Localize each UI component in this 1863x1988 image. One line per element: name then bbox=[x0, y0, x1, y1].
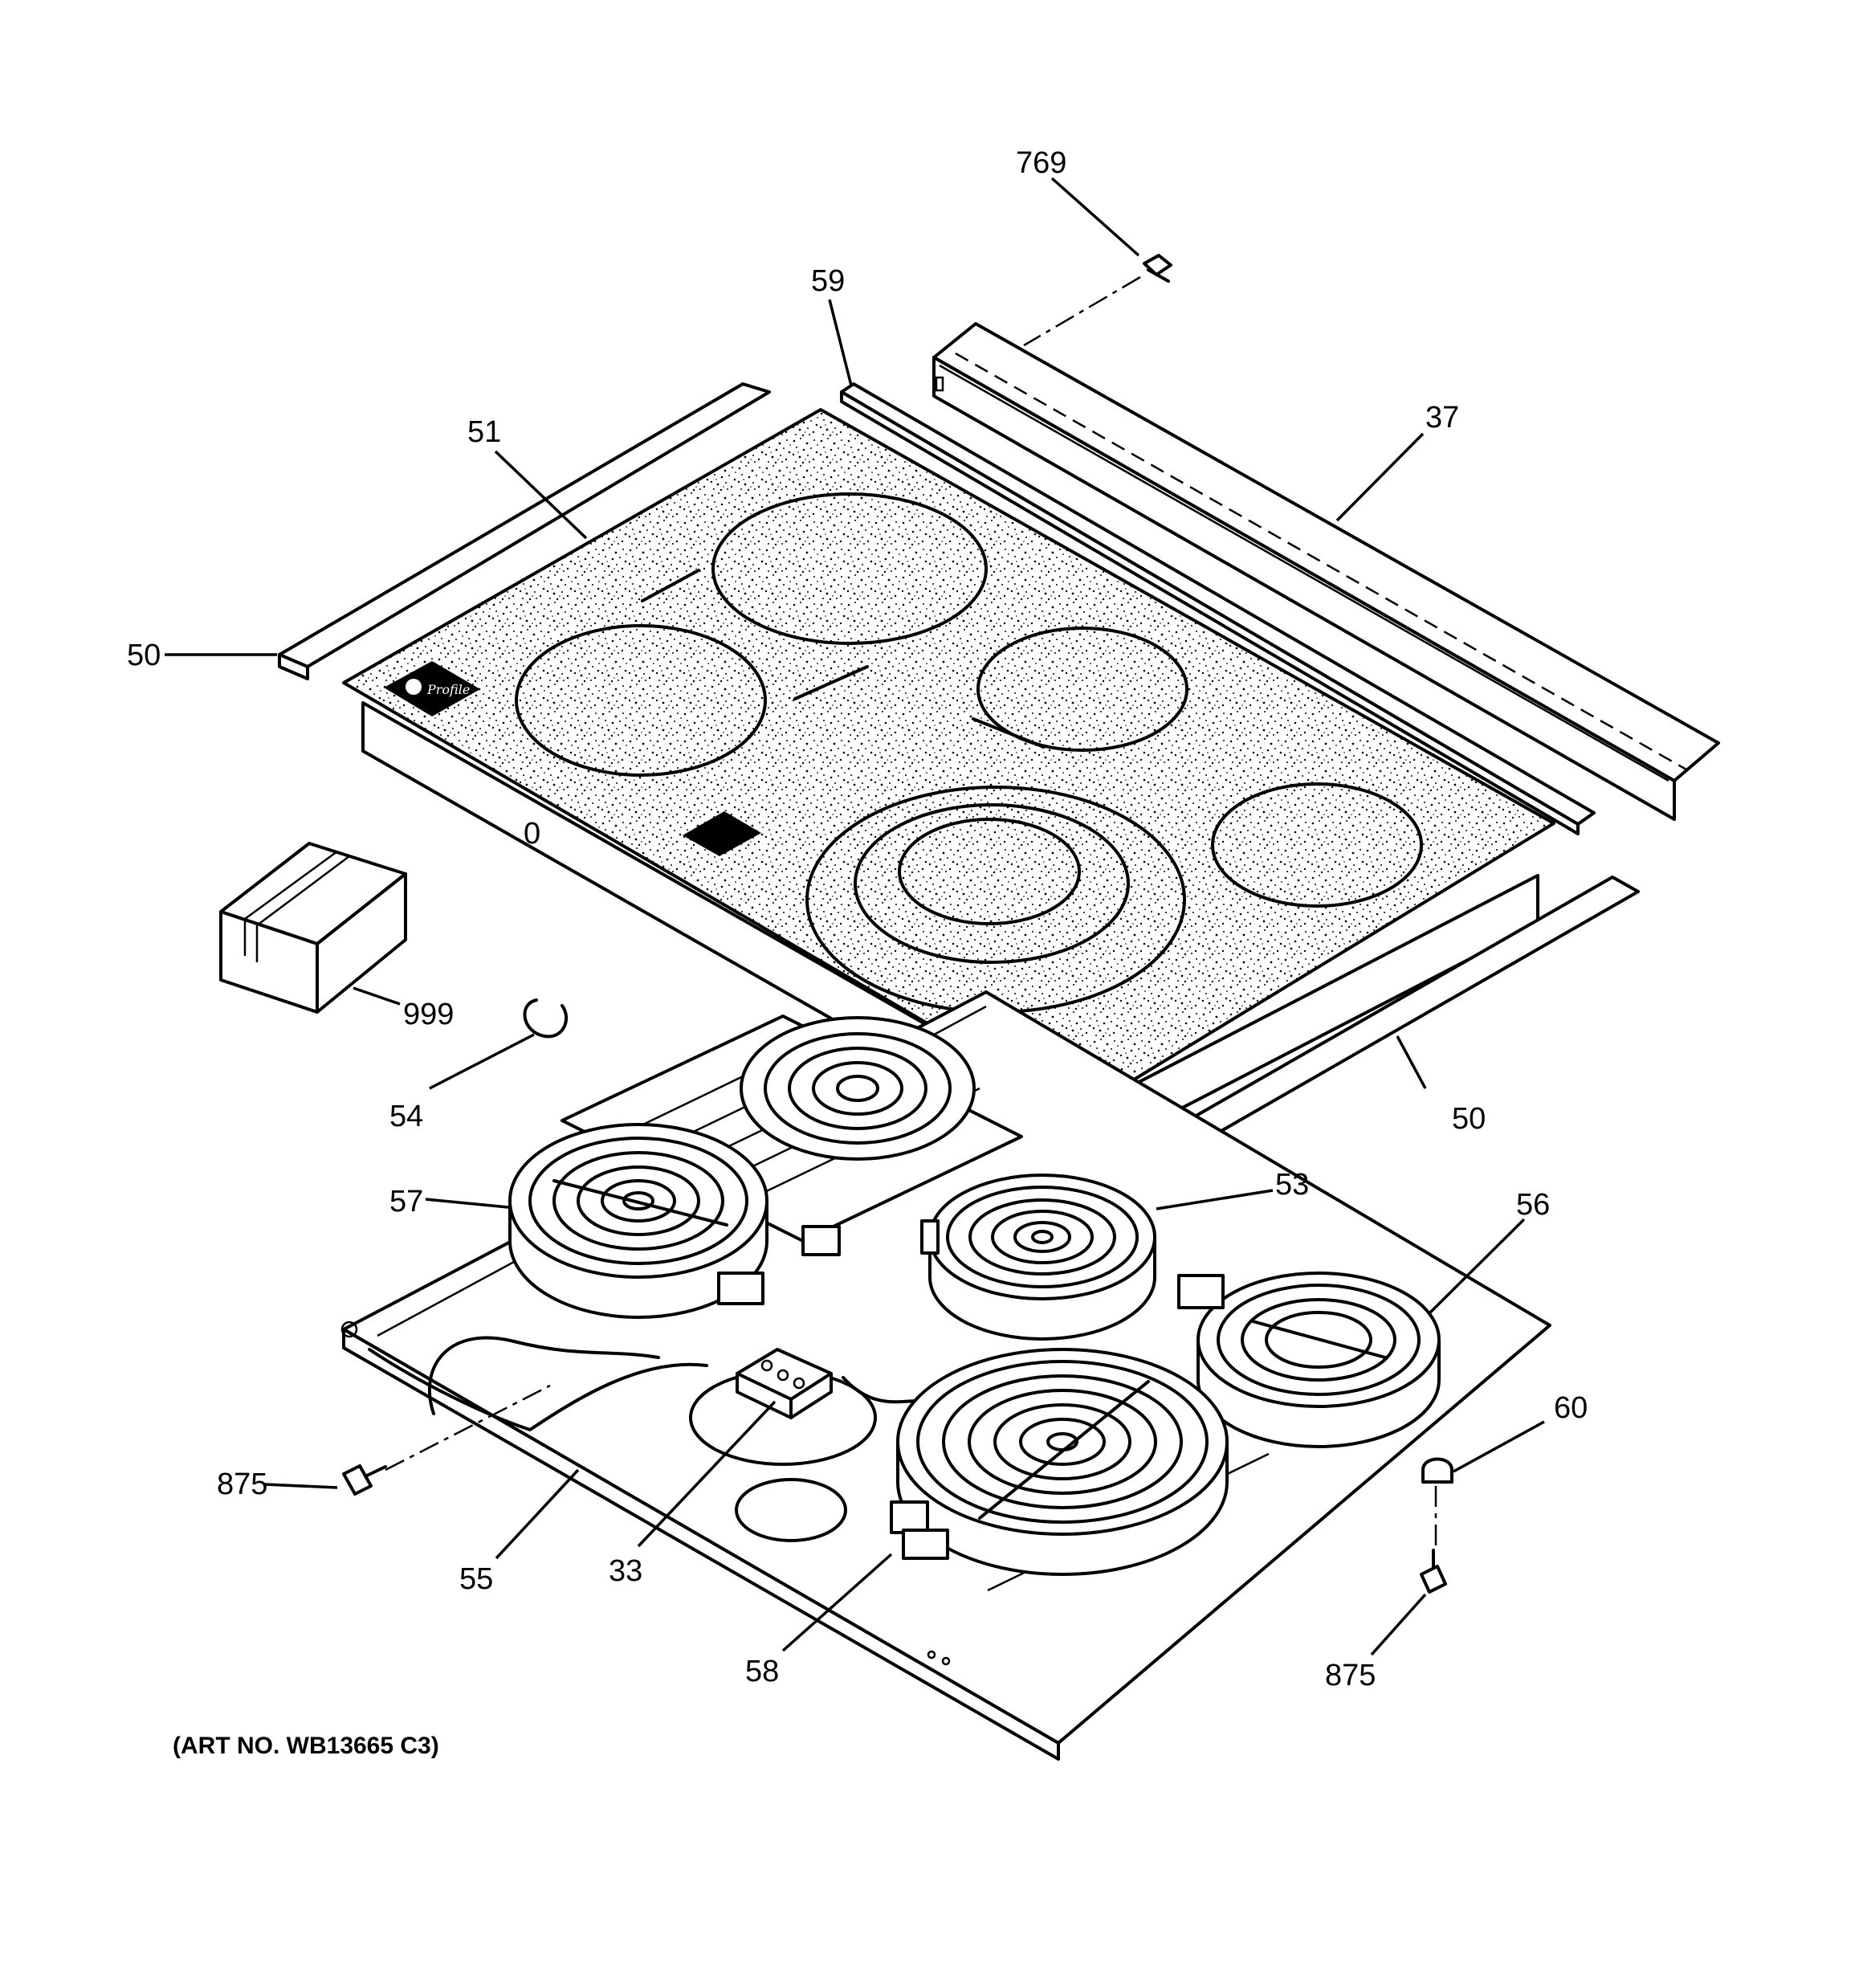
art-number: (ART NO. WB13665 C3) bbox=[173, 1733, 439, 1759]
brand-badge-text: Profile bbox=[426, 682, 470, 697]
callout-769: 769 bbox=[1016, 146, 1066, 180]
brand-badge: Profile bbox=[384, 661, 480, 716]
callout-37: 37 bbox=[1425, 401, 1459, 435]
rear-seal-strip bbox=[840, 382, 1596, 835]
callout-53: 53 bbox=[1275, 1168, 1309, 1202]
screw-769 bbox=[1143, 254, 1172, 283]
callout-57: 57 bbox=[389, 1185, 423, 1219]
control-label-plate bbox=[683, 811, 761, 856]
radiant-burner-right bbox=[1177, 1272, 1441, 1448]
callout-999: 999 bbox=[403, 998, 454, 1031]
callout-51: 51 bbox=[467, 415, 501, 449]
callout-59: 59 bbox=[811, 264, 845, 298]
dual-burner-assembly bbox=[508, 1014, 1023, 1319]
screw-875-right bbox=[1420, 1549, 1447, 1594]
callout-875-left: 875 bbox=[217, 1468, 267, 1501]
tray-clip bbox=[1421, 1457, 1453, 1484]
side-trim-strip-left bbox=[278, 382, 771, 680]
burner-ring-markings bbox=[515, 492, 1423, 1014]
parts-box bbox=[219, 842, 407, 1014]
callout-33: 33 bbox=[609, 1554, 642, 1588]
callout-54: 54 bbox=[389, 1100, 423, 1133]
radiant-burner-large bbox=[890, 1348, 1229, 1576]
screw-875-left bbox=[342, 1464, 387, 1496]
callout-56: 56 bbox=[1516, 1188, 1550, 1222]
leader-lines bbox=[165, 177, 1545, 1656]
wire-clip bbox=[523, 998, 568, 1039]
rear-trim-bracket bbox=[932, 322, 1720, 821]
callout-60: 60 bbox=[1554, 1391, 1588, 1425]
radiant-burner-small bbox=[920, 1174, 1156, 1341]
indicator-mark: 0 bbox=[524, 817, 540, 851]
callout-55: 55 bbox=[459, 1562, 493, 1596]
callout-labels: 769 59 37 51 50 999 54 57 50 53 56 60 87… bbox=[127, 146, 1588, 1692]
callout-50-left: 50 bbox=[127, 639, 161, 672]
terminal-block bbox=[736, 1348, 833, 1419]
assembly-lines bbox=[385, 276, 1437, 1550]
callout-58: 58 bbox=[745, 1655, 779, 1688]
callout-50-right: 50 bbox=[1452, 1102, 1486, 1136]
callout-875-right: 875 bbox=[1325, 1659, 1376, 1692]
